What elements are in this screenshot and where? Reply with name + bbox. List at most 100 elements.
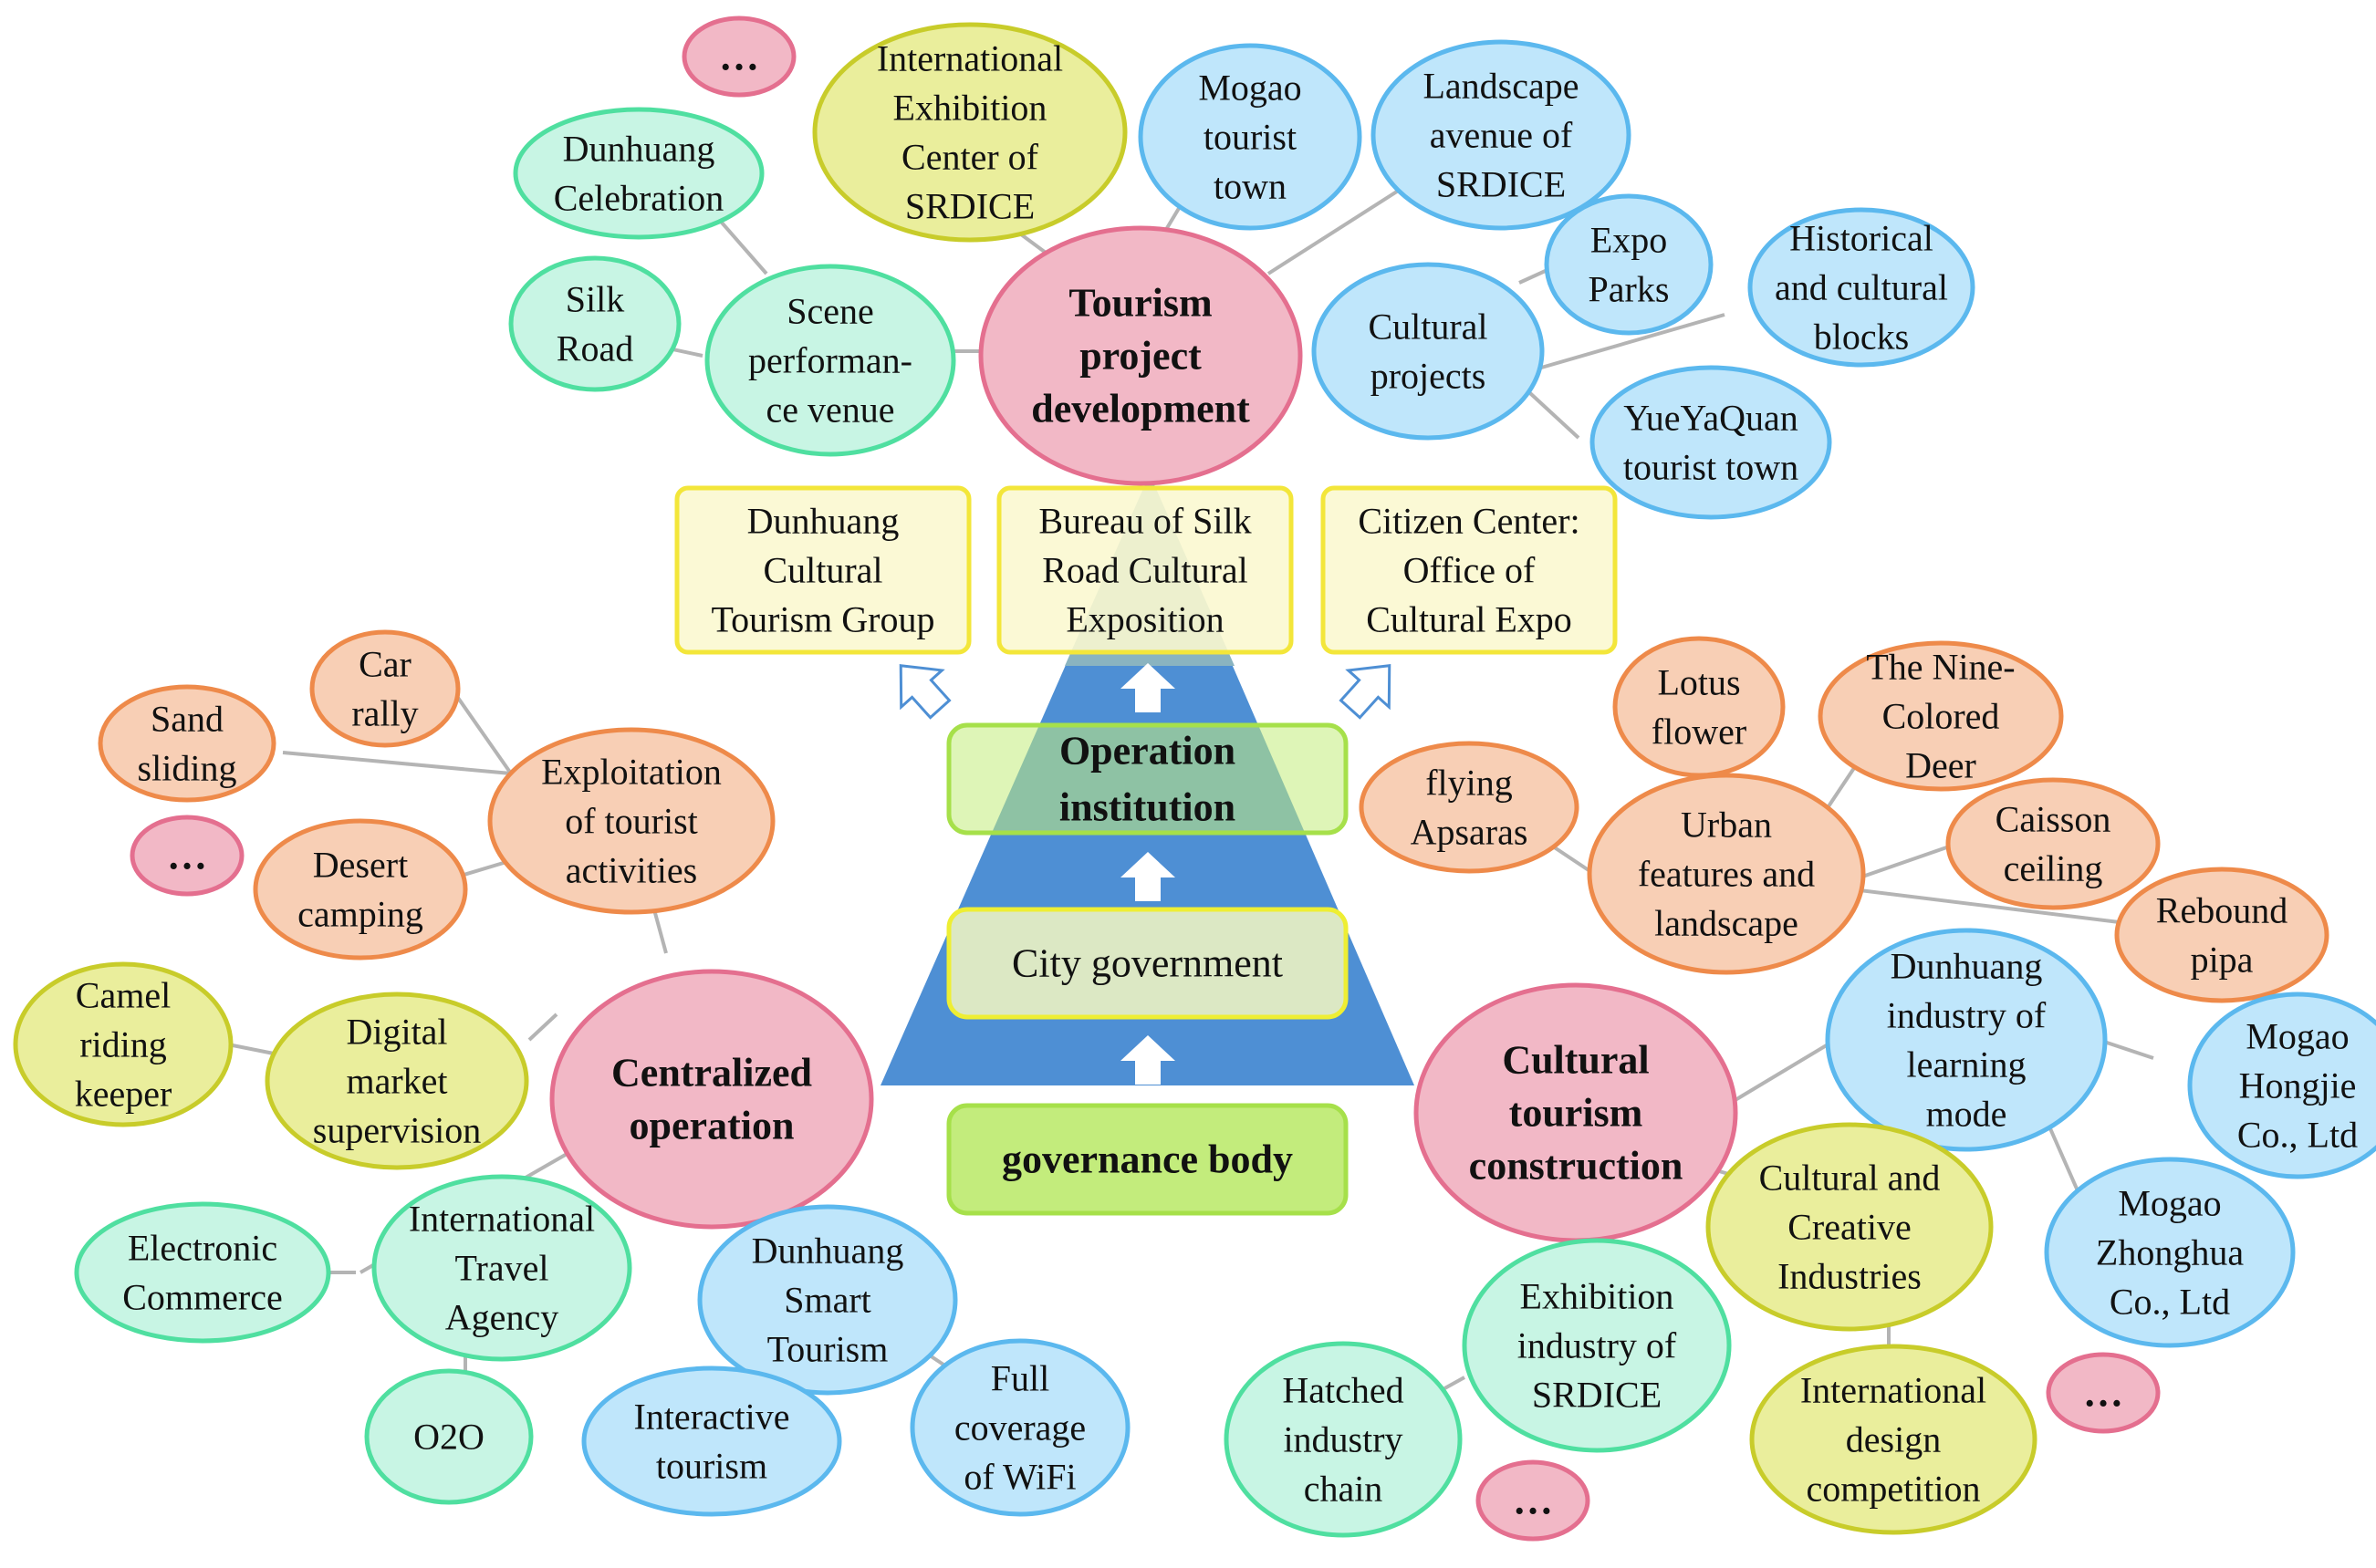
node-smart-tourism-ellipse: [697, 1204, 958, 1396]
hollow-arrow-icon: [1339, 664, 1391, 720]
node-silk-road-line-1: Silk: [566, 279, 624, 320]
institution-citizen-center-box: [1320, 485, 1618, 655]
node-learning-mode-line-1: Dunhuang: [1891, 946, 2043, 987]
node-sand-sliding-line-1: Sand: [151, 699, 224, 740]
node-urban-features-line-2: features and: [1638, 854, 1815, 895]
node-rebound-pipa-line-1: Rebound: [2156, 890, 2287, 931]
node-interactive-line-1: Interactive: [634, 1397, 790, 1438]
node-digital-market-line-1: Digital: [346, 1012, 447, 1053]
node-digital-market-ellipse: [265, 992, 529, 1170]
node-zhonghua-line-2: Zhonghua: [2096, 1232, 2244, 1273]
node-ellipsis-bottom-line-1: …: [1513, 1479, 1553, 1523]
node-sand-sliding-line-2: sliding: [138, 748, 237, 789]
node-landscape-avenue-line-3: SRDICE: [1436, 164, 1566, 205]
node-lotus-ellipse: [1612, 636, 1786, 778]
node-car-rally-line-2: rally: [351, 693, 418, 734]
node-hongjie-ellipse: [2187, 992, 2376, 1179]
node-exhibition-industry-line-3: SRDICE: [1532, 1375, 1662, 1416]
node-intl-exhibition-line-1: International: [877, 38, 1063, 79]
node-creative-line-3: Industries: [1777, 1256, 1922, 1297]
institution-bureau-silk-road-box: [996, 485, 1294, 655]
node-o2o: O2O: [364, 1368, 534, 1505]
node-smart-tourism-line-2: Smart: [784, 1280, 871, 1321]
node-landscape-avenue-line-2: avenue of: [1430, 115, 1573, 156]
city-government: City government: [946, 907, 1349, 1020]
node-yueyaquan-line-1: YueYaQuan: [1623, 398, 1798, 439]
arrow-up-icon: [1120, 852, 1175, 901]
concept-nodes: TourismprojectdevelopmentInternationalEx…: [13, 16, 2376, 1542]
node-scene-venue-line-3: ce venue: [766, 389, 894, 431]
node-desert-camping-line-2: camping: [297, 894, 423, 935]
node-ellipsis-left: …: [130, 815, 245, 897]
node-intl-travel-ellipse: [371, 1174, 632, 1362]
node-car-rally-ellipse: [309, 629, 461, 748]
connector-15: [227, 1043, 275, 1055]
node-rebound-pipa-ellipse: [2114, 867, 2329, 1003]
node-historical-blocks-line-1: Historical: [1789, 218, 1933, 259]
node-apsaras-ellipse: [1359, 741, 1579, 874]
node-digital-market-line-3: supervision: [313, 1110, 481, 1151]
node-scene-venue-line-2: performan-: [748, 340, 912, 381]
node-tourism-project-line-3: development: [1031, 387, 1250, 431]
node-ellipsis-top-ellipse: [682, 16, 797, 98]
node-urban-features: Urban features and landscape: [1587, 773, 1866, 975]
node-cultural-construction-line-1: Cultural: [1502, 1038, 1649, 1083]
node-camel-keeper-line-3: keeper: [75, 1074, 172, 1115]
node-scene-venue-ellipse: [704, 264, 956, 457]
node-zhonghua-line-3: Co., Ltd: [2110, 1282, 2230, 1323]
node-intl-exhibition-ellipse: [812, 22, 1128, 243]
institution-cultural-tourism-group-line-3: Tourism Group: [712, 599, 935, 640]
node-ellipsis-left-ellipse: [130, 815, 245, 897]
institution-cultural-tourism-group-line-1: Dunhuang: [747, 501, 900, 542]
node-tourism-project-line-1: Tourism: [1068, 281, 1212, 326]
node-hongjie-line-2: Hongjie: [2239, 1065, 2357, 1106]
node-nine-deer-line-2: Colored: [1882, 696, 2000, 737]
node-hatched-chain-ellipse: [1224, 1341, 1463, 1538]
arrow-up-icon: [1120, 1035, 1175, 1085]
node-intl-travel-line-3: Agency: [445, 1297, 558, 1338]
node-expo-parks-line-1: Expo: [1590, 220, 1667, 261]
node-dunhuang-celebration-line-2: Celebration: [554, 178, 724, 219]
node-ecommerce-line-1: Electronic: [128, 1228, 277, 1269]
node-rebound-pipa-line-2: pipa: [2191, 940, 2254, 981]
node-intl-travel-line-2: Travel: [455, 1248, 549, 1289]
node-centralized-line-2: operation: [630, 1104, 795, 1148]
institution-citizen-center-line-3: Cultural Expo: [1366, 599, 1572, 640]
node-tourism-project-line-2: project: [1079, 334, 1202, 379]
institution-citizen-center-line-2: Office of: [1403, 550, 1536, 591]
node-apsaras-line-2: Apsaras: [1411, 812, 1528, 853]
arrow-up-icon: [1120, 663, 1175, 712]
node-design-competition-line-1: International: [1800, 1370, 1986, 1411]
node-mogao-town-line-3: town: [1214, 166, 1287, 207]
node-wifi-line-3: of WiFi: [964, 1457, 1076, 1498]
institution-bureau-silk-road-line-3: Exposition: [1066, 599, 1224, 640]
node-urban-features-line-3: landscape: [1654, 903, 1798, 944]
node-cultural-construction-line-3: construction: [1469, 1144, 1683, 1189]
node-zhonghua-line-1: Mogao: [2118, 1183, 2221, 1224]
node-learning-mode-line-4: mode: [1926, 1094, 2007, 1135]
node-ecommerce-line-2: Commerce: [122, 1277, 283, 1318]
node-caisson-line-2: ceiling: [2004, 848, 2103, 889]
city-government-box: [946, 907, 1349, 1020]
node-intl-travel-line-1: International: [409, 1199, 595, 1240]
node-urban-features-line-1: Urban: [1681, 805, 1772, 846]
node-exploitation-line-2: of tourist: [565, 801, 698, 842]
